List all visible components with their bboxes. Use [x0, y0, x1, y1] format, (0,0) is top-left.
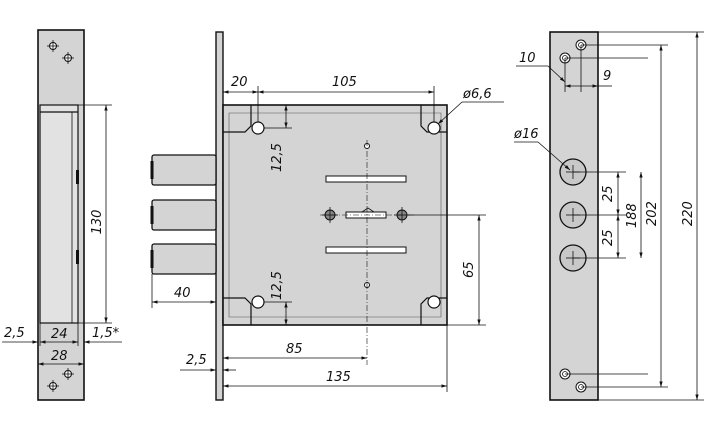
dim-202: 202 [645, 201, 660, 226]
left-faceplate-view: 130 2,5 24 1,5* 28 [2, 29, 122, 401]
bolt-icon [150, 154, 217, 275]
front-faceplate [215, 31, 224, 401]
dim-85: 85 [286, 342, 303, 357]
dim-188: 188 [625, 203, 640, 228]
dim-28: 28 [51, 349, 68, 364]
dim-130: 130 [90, 210, 105, 235]
front-lock-view: 20 105 ø6,6 12,5 12,5 65 40 85 2,5 [150, 31, 504, 401]
dim-hole-diameter: ø6,6 [462, 87, 492, 102]
left-bottom-screw-icon [47, 368, 74, 392]
dim-2-5-left: 2,5 [4, 326, 25, 341]
dim-24: 24 [51, 327, 68, 342]
dim-9: 9 [603, 69, 611, 84]
dim-40: 40 [174, 286, 191, 301]
dim-25-lower: 25 [601, 229, 616, 246]
dim-1-5: 1,5* [92, 326, 120, 341]
dim-12-5-lower: 12,5 [270, 271, 285, 300]
dim-220: 220 [681, 201, 696, 226]
dim-cylinder-diameter: ø16 [513, 127, 539, 142]
left-top-screw-icon [47, 40, 74, 64]
right-faceplate-view: ø16 10 9 25 25 188 202 220 [513, 31, 704, 401]
dim-2-5-front: 2,5 [186, 353, 207, 368]
mount-hole-icon [251, 121, 441, 309]
dim-12-5-upper: 12,5 [270, 143, 285, 172]
dim-135: 135 [326, 370, 351, 385]
dim-105: 105 [332, 75, 357, 90]
dim-10: 10 [519, 51, 536, 66]
dim-65: 65 [462, 261, 477, 278]
dim-20: 20 [231, 75, 248, 90]
dim-25-upper: 25 [601, 185, 616, 202]
